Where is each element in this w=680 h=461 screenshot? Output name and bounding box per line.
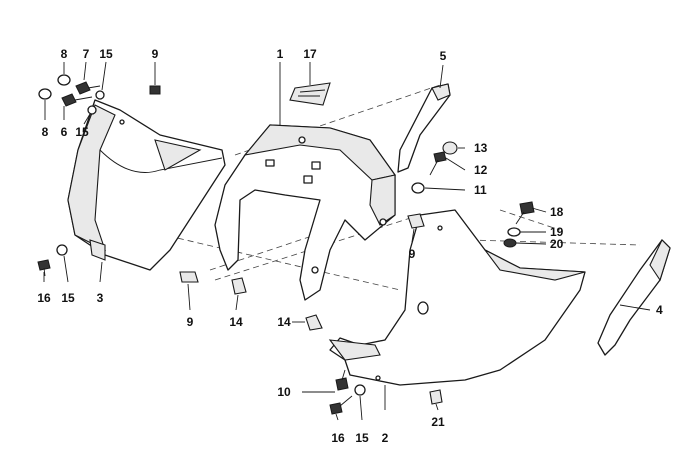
callout-15-lower-left: 15	[61, 291, 75, 305]
callout-17: 17	[303, 47, 317, 61]
callout-5: 5	[440, 49, 447, 63]
callout-4: 4	[656, 303, 663, 317]
callout-8-top: 8	[61, 47, 68, 61]
callout-10: 10	[277, 385, 291, 399]
callout-14-left: 14	[229, 315, 243, 329]
part-2-lower-fairing	[328, 209, 586, 386]
callout-20: 20	[550, 237, 564, 251]
callout-13: 13	[474, 141, 488, 155]
callout-2: 2	[382, 431, 389, 445]
callout-16-bottom: 16	[331, 431, 345, 445]
part-5-trim-strip	[397, 83, 451, 173]
callout-15-middle: 15	[75, 125, 89, 139]
callout-6: 6	[61, 125, 68, 139]
part-1-center-fairing	[214, 124, 396, 301]
callout-15-bottom: 15	[355, 431, 369, 445]
callout-14-center: 14	[277, 315, 291, 329]
callout-1: 1	[277, 47, 284, 61]
callout-9-top: 9	[152, 47, 159, 61]
callout-3: 3	[97, 291, 104, 305]
callout-8-bottom: 8	[42, 125, 49, 139]
callout-15-top: 15	[99, 47, 113, 61]
part-3-left-panel	[67, 99, 226, 271]
part-4-side-strip	[597, 239, 671, 356]
callout-11: 11	[474, 183, 487, 197]
callout-9-right: 9	[409, 247, 416, 261]
leader-lines	[43, 61, 651, 421]
callout-18: 18	[550, 205, 564, 219]
part-17-label	[289, 82, 331, 106]
callout-21: 21	[431, 415, 445, 429]
callout-12: 12	[474, 163, 488, 177]
callout-9-left: 9	[187, 315, 194, 329]
callout-labels: 1 2 3 4 5 6 7 8 8 9 9 9 10 11 12 13 14 1…	[37, 47, 663, 445]
callout-19: 19	[550, 225, 564, 239]
callout-16-left: 16	[37, 291, 51, 305]
callout-7: 7	[83, 47, 90, 61]
